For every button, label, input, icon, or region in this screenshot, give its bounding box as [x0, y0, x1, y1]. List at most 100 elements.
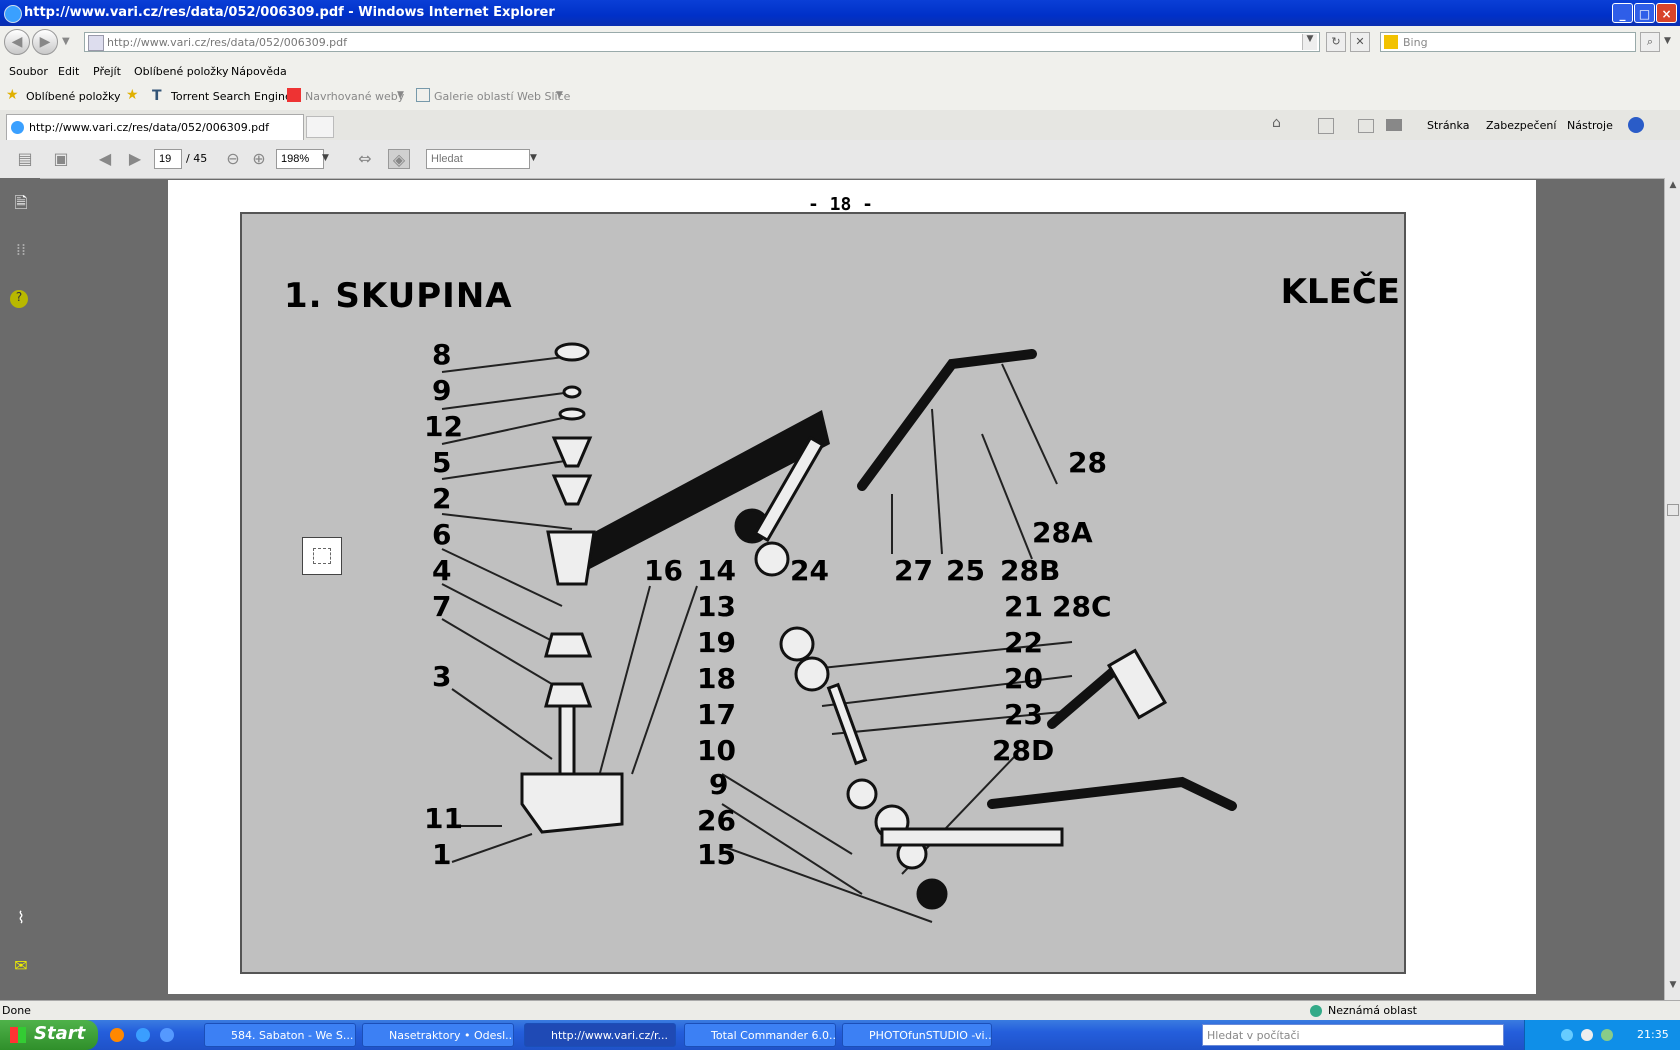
ie2-quicklaunch-icon[interactable] [160, 1028, 174, 1042]
handle-bars [857, 349, 1237, 811]
part-label: 4 [432, 554, 452, 587]
favorite-suggested-sites[interactable]: Navrhované weby [305, 90, 405, 103]
search-input[interactable]: Bing [1380, 32, 1636, 52]
part-label: 5 [432, 446, 452, 479]
pdf-print-icon[interactable]: ▤ [17, 149, 33, 168]
pdf-toolbar: ▤ ▣ ◀ ▶ / 45 ⊖ ⊕ ▼ ⇔ ◈ ▼ [0, 140, 1680, 179]
attachments-icon[interactable]: ⌇ [17, 908, 25, 927]
pages-panel-icon[interactable]: 🗎 [14, 193, 28, 212]
fit-width-icon[interactable]: ⇔ [358, 149, 372, 168]
bookmarks-panel-icon[interactable]: ⁞⁞ [15, 240, 27, 259]
taskbar-item-photofunstudio[interactable]: PHOTOfunSTUDIO -vi... [842, 1023, 992, 1047]
history-dropdown-icon[interactable]: ▼ [62, 36, 70, 47]
tab-title: http://www.vari.cz/res/data/052/006309.p… [29, 121, 270, 134]
security-zone: Neznámá oblast [1328, 1004, 1417, 1017]
clock[interactable]: 21:35 [1637, 1028, 1669, 1041]
menu-bar: Soubor Edit Přejít Oblíbené položky Nápo… [0, 60, 1680, 84]
stop-icon[interactable]: ✕ [1350, 32, 1370, 52]
vertical-scrollbar[interactable]: ▲ ▼ [1664, 178, 1680, 1000]
zoom-input[interactable] [276, 149, 324, 169]
chevron-down-icon[interactable]: ▼ [397, 90, 404, 100]
add-favorite-icon[interactable]: ★ [126, 87, 139, 103]
desktop-search-input[interactable]: Hledat v počítači [1202, 1024, 1504, 1046]
new-tab-button[interactable] [306, 116, 334, 138]
start-button[interactable]: Start [0, 1020, 98, 1050]
scroll-up-icon[interactable]: ▲ [1669, 180, 1677, 190]
fit-page-icon[interactable]: ◈ [388, 149, 410, 169]
back-button[interactable]: ◀ [4, 29, 30, 55]
part-label: 15 [697, 838, 736, 871]
tray-volume-icon[interactable] [1581, 1029, 1593, 1041]
tab-bar: http://www.vari.cz/res/data/052/006309.p… [0, 110, 1680, 141]
bing-icon [1384, 35, 1398, 49]
command-tools[interactable]: Nástroje [1567, 119, 1613, 132]
tab-active-pdf[interactable]: http://www.vari.cz/res/data/052/006309.p… [6, 114, 304, 140]
selection-marquee-icon [313, 548, 331, 564]
chevron-down-icon[interactable]: ▼ [556, 90, 563, 100]
favorites-star-icon[interactable]: ★ [6, 87, 19, 103]
address-dropdown-icon[interactable]: ▼ [1302, 34, 1317, 50]
part-label: 18 [697, 662, 736, 695]
zoom-in-icon[interactable]: ⊕ [252, 149, 266, 168]
suggested-sites-icon [287, 88, 301, 102]
scroll-down-icon[interactable]: ▼ [1669, 980, 1677, 990]
taskbar-item-total-commander[interactable]: Total Commander 6.0... [684, 1023, 836, 1047]
zoom-dropdown-icon[interactable]: ▼ [322, 153, 329, 163]
pdf-save-icon[interactable]: ▣ [53, 149, 69, 168]
menu-file[interactable]: Soubor [9, 65, 48, 78]
page-number-input[interactable] [154, 149, 182, 169]
tray-app-icon[interactable] [1601, 1029, 1613, 1041]
favorite-web-slice-gallery[interactable]: Galerie oblastí Web Slice [434, 90, 571, 103]
home-icon[interactable]: ⌂ [1272, 115, 1281, 131]
mail-icon[interactable] [1358, 119, 1374, 133]
part-label: 27 [894, 554, 933, 587]
window-title-bar[interactable]: http://www.vari.cz/res/data/052/006309.p… [0, 0, 1680, 26]
favorite-torrent-search[interactable]: Torrent Search Engine [171, 90, 292, 103]
windows-logo-icon [10, 1027, 26, 1043]
minimize-button[interactable]: _ [1612, 3, 1633, 23]
help-panel-icon[interactable]: ? [10, 290, 28, 308]
command-page[interactable]: Stránka [1427, 119, 1470, 132]
window-title: http://www.vari.cz/res/data/052/006309.p… [24, 5, 555, 20]
search-options-icon[interactable]: ▼ [1664, 36, 1671, 46]
search-icon[interactable]: ⌕ [1640, 32, 1660, 52]
exploded-parts-drawing: 1. SKUPINA KLEČE [240, 212, 1406, 974]
next-page-icon[interactable]: ▶ [128, 149, 142, 168]
feeds-icon[interactable] [1318, 118, 1334, 134]
address-input[interactable]: http://www.vari.cz/res/data/052/006309.p… [84, 32, 1320, 52]
close-button[interactable]: × [1656, 3, 1677, 23]
menu-edit[interactable]: Edit [58, 65, 80, 78]
menu-favorites[interactable]: Oblíbené položky [134, 65, 229, 78]
favorites-button[interactable]: Oblíbené položky [26, 90, 121, 103]
system-tray: 21:35 [1524, 1020, 1680, 1050]
part-label: 28A [1032, 516, 1093, 549]
pdf-navigation-pane: 🗎 ⁞⁞ ? ⌇ ✉ [0, 178, 40, 1000]
help-icon[interactable] [1628, 117, 1644, 133]
part-label: 2 [432, 482, 452, 515]
zoom-out-icon[interactable]: ⊖ [226, 149, 240, 168]
ie-quicklaunch-icon[interactable] [136, 1028, 150, 1042]
find-input[interactable] [426, 149, 530, 169]
parts-drawing-svg [441, 342, 1237, 923]
menu-go[interactable]: Přejít [93, 65, 121, 78]
scroll-thumb[interactable] [1667, 504, 1679, 516]
taskbar-item-sabaton[interactable]: 584. Sabaton - We S... [204, 1023, 356, 1047]
print-icon[interactable] [1386, 119, 1402, 131]
forward-button[interactable]: ▶ [32, 29, 58, 55]
refresh-icon[interactable]: ↻ [1326, 32, 1346, 52]
snapshot-tool-icon[interactable] [302, 537, 342, 575]
previous-page-icon[interactable]: ◀ [98, 149, 112, 168]
part-label: 14 [697, 554, 736, 587]
comments-icon[interactable]: ✉ [14, 956, 28, 975]
menu-help[interactable]: Nápověda [231, 65, 287, 78]
tray-network-icon[interactable] [1561, 1029, 1573, 1041]
taskbar-item-vari-pdf[interactable]: http://www.vari.cz/r... [524, 1023, 676, 1047]
find-dropdown-icon[interactable]: ▼ [530, 153, 537, 163]
firefox-quicklaunch-icon[interactable] [110, 1028, 124, 1042]
part-label: 1 [432, 838, 452, 871]
page-number-label: - 18 - [808, 194, 874, 215]
taskbar-item-nasetraktory[interactable]: Nasetraktory • Odesl... [362, 1023, 514, 1047]
command-safety[interactable]: Zabezpečení [1486, 119, 1557, 132]
pdf-page: - 18 - 1. SKUPINA KLEČE [168, 180, 1536, 994]
maximize-button[interactable]: □ [1634, 3, 1655, 23]
